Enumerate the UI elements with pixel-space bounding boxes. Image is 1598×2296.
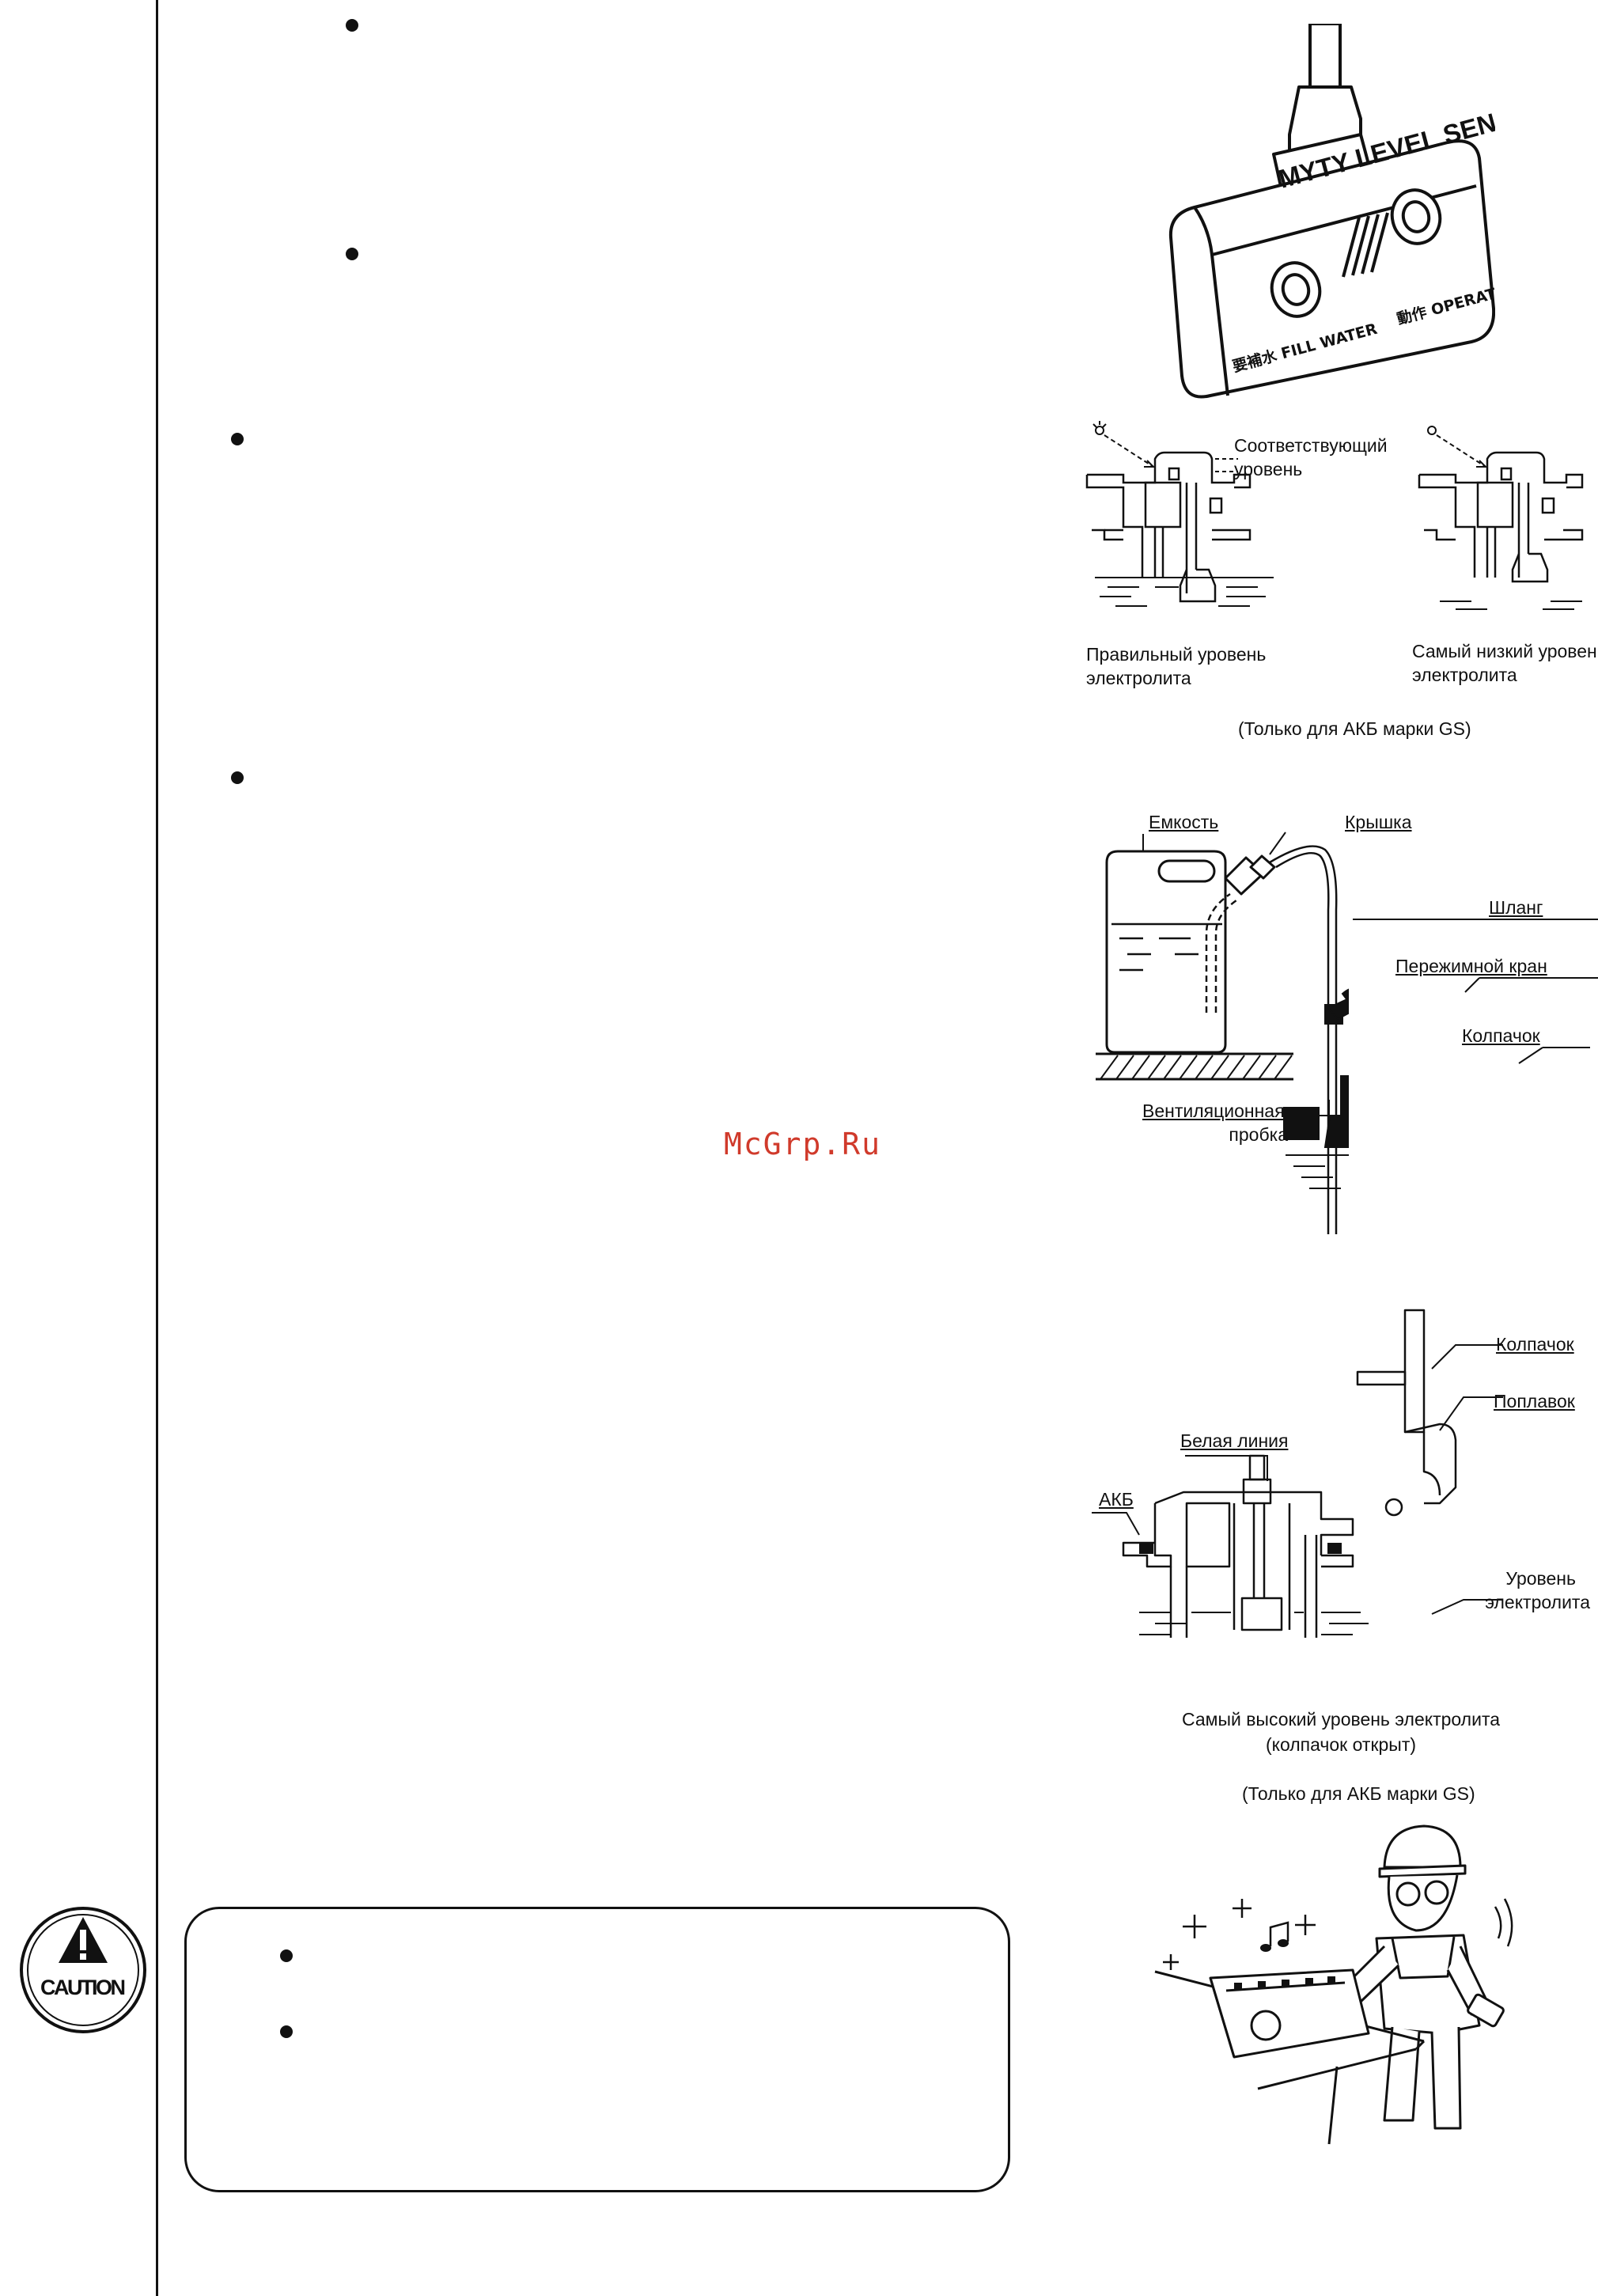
caution-bullet-1 [280, 1949, 293, 1962]
refill-leaders [1289, 919, 1598, 1116]
vent-plug-label-line1: Вентиляционная [1142, 1101, 1285, 1121]
appropriate-level-label: Соответствующий уровень [1234, 435, 1388, 479]
gs-only-note-1: (Только для АКБ марки GS) [1238, 718, 1471, 739]
cap2-label: Колпачок [1462, 1025, 1540, 1046]
caution-icon-label: CAUTION [40, 1976, 126, 1999]
highest-level-caption-line2: (колпачок открыт) [1265, 1734, 1417, 1755]
cap-label: Крышка [1345, 812, 1412, 832]
bullet-2 [346, 248, 358, 260]
correct-level-label-line2: электролита [1086, 668, 1191, 688]
electrolyte-level-figure [1085, 421, 1584, 610]
float-level-label-line1: Уровень [1505, 1568, 1576, 1589]
vent-plug-label-line2: пробка [1229, 1124, 1288, 1145]
level-sensor-figure: MYTY LEVEL SENSOR 要補水 FILL WATER 動作 OPER… [1168, 24, 1495, 399]
left-margin-rule [156, 0, 158, 2296]
float-cap-label: Колпачок [1496, 1334, 1574, 1354]
caution-icon: CAUTION [20, 1907, 146, 2033]
lowest-level-label-line2: электролита [1412, 665, 1517, 685]
float-level-label-line2: электролита [1485, 1592, 1590, 1612]
pinch-valve-label: Пережимной кран [1395, 956, 1547, 976]
caution-bullet-2 [280, 2025, 293, 2038]
float-label: Поплавок [1494, 1391, 1575, 1411]
watermark: McGrp.Ru [724, 1127, 882, 1161]
gs-only-note-2: (Только для АКБ марки GS) [1242, 1783, 1475, 1804]
container-label: Емкость [1149, 812, 1219, 832]
bullet-3 [231, 433, 244, 445]
float-level-figure [1092, 1309, 1503, 1638]
bullet-1 [346, 19, 358, 32]
white-line-label: Белая линия [1180, 1430, 1289, 1451]
lowest-level-label-line1: Самый низкий уровень [1412, 641, 1598, 661]
caution-box [184, 1907, 1010, 2192]
refill-apparatus-figure [1096, 832, 1349, 1234]
hose-label: Шланг [1489, 897, 1543, 918]
correct-level-label-line1: Правильный уровень [1086, 644, 1267, 665]
bullet-4 [231, 771, 244, 784]
highest-level-caption-line1: Самый высокий уровень электролита [1181, 1709, 1501, 1730]
worker-cleaning-battery-illustration [1154, 1824, 1513, 2145]
battery-label: АКБ [1099, 1489, 1134, 1510]
